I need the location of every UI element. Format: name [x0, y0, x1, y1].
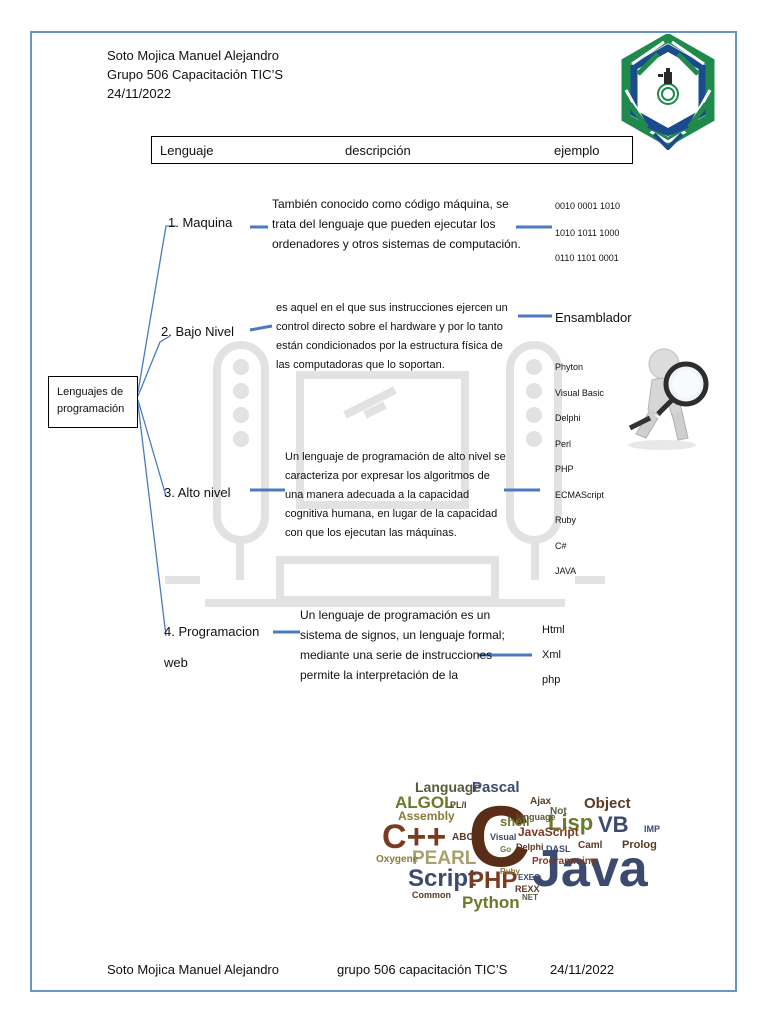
example-visual-basic: Visual Basic: [555, 387, 604, 398]
word-imp: IMP: [644, 824, 660, 834]
root-line-1: Lenguajes de: [57, 386, 124, 398]
programming-languages-word-cloud: Language Pascal ALGOL PL/I Assembly C++ …: [376, 779, 660, 912]
word-programming: Programming: [532, 856, 597, 867]
word-shell: shell: [500, 814, 530, 829]
word-object: Object: [584, 795, 631, 812]
word-script: Script: [408, 865, 476, 892]
word-pli: PL/I: [450, 800, 467, 810]
table-header: Lenguaje descripción ejemplo: [151, 136, 633, 164]
word-c: C: [468, 789, 530, 885]
column-descripcion: descripción: [345, 143, 411, 158]
word-rexx: REXX: [515, 884, 540, 894]
example-csharp: C#: [555, 540, 567, 551]
computer-watermark-illustration: [165, 341, 605, 607]
word-vb: VB: [598, 812, 629, 837]
word-language-small: language: [516, 812, 556, 822]
example-html: Html: [542, 624, 565, 636]
word-php: PHP: [468, 867, 517, 894]
header-date: 24/11/2022: [107, 86, 172, 101]
word-cplusplus: C++: [382, 818, 446, 856]
footer-group: grupo 506 capacitación TIC’S: [337, 962, 508, 977]
word-net: NET: [522, 893, 538, 902]
word-lisp: Lisp: [548, 810, 593, 835]
root-line-2: programación: [57, 403, 125, 415]
word-language: Language: [415, 779, 481, 795]
word-caml: Caml: [578, 840, 603, 851]
example-phyton: Phyton: [555, 362, 584, 372]
example-ensamblador: Ensamblador: [555, 310, 632, 325]
example-ecmascript: ECMAScript: [555, 489, 605, 500]
example-ruby: Ruby: [555, 515, 577, 525]
description-maquina: También conocido como código máquina, se…: [272, 197, 521, 251]
word-delphi: Delphi: [516, 842, 544, 852]
column-ejemplo: ejemplo: [554, 143, 600, 158]
example-delphi: Delphi: [555, 413, 581, 423]
word-ajax: Ajax: [530, 796, 552, 807]
author-name: Soto Mojica Manuel Alejandro: [107, 48, 279, 63]
word-assembly: Assembly: [398, 809, 455, 823]
document-header: Soto Mojica Manuel Alejandro Grupo 506 C…: [107, 46, 283, 103]
word-algol: ALGOL: [395, 793, 455, 812]
category-maquina: 1. Maquina: [168, 215, 233, 230]
examples-alto-nivel: Phyton Visual Basic Delphi Perl PHP ECMA…: [555, 362, 604, 592]
example-maquina-2: 1010 1011 1000: [555, 228, 620, 238]
description-programacion-web: Un lenguaje de programación es un sistem…: [300, 608, 505, 682]
root-node: Lenguajes de programación: [48, 376, 138, 428]
description-alto-nivel: Un lenguaje de programación de alto nive…: [285, 451, 506, 539]
word-common: Common: [412, 890, 451, 900]
word-abc: ABC: [452, 832, 474, 843]
word-pearl: PEARL: [412, 848, 477, 869]
magnifier-figure-illustration: [628, 348, 709, 450]
word-exec: EXEC: [518, 873, 540, 882]
category-bajo-nivel: 2. Bajo Nivel: [161, 324, 234, 339]
word-go: Go: [500, 845, 511, 854]
word-not: Not: [550, 806, 567, 817]
word-oxygene: Oxygene: [376, 854, 419, 865]
footer-name: Soto Mojica Manuel Alejandro: [107, 962, 279, 977]
example-java: JAVA: [555, 566, 577, 576]
example-maquina-1: 0010 0001 1010: [555, 201, 621, 211]
group-label: Grupo 506 Capacitación TIC’S: [107, 67, 284, 82]
column-lenguaje: Lenguaje: [160, 143, 214, 158]
institution-logo: [621, 34, 715, 150]
example-xml: Xml: [542, 649, 561, 661]
example-perl: Perl: [555, 438, 572, 449]
description-bajo-nivel: es aquel en el que sus instrucciones eje…: [276, 302, 508, 371]
word-java: Java: [532, 840, 649, 898]
example-maquina-3: 0110 1101 0001: [555, 253, 619, 263]
example-php-web: php: [542, 674, 561, 686]
word-dasl: DASL: [546, 844, 571, 854]
word-visual: Visual: [490, 832, 516, 842]
examples-programacion-web: Html Xml php: [542, 624, 565, 699]
word-ruby: Ruby: [500, 867, 521, 876]
category-programacion-web: 4. Programacion: [164, 624, 260, 639]
word-pascal: Pascal: [472, 779, 520, 796]
word-python: Python: [462, 893, 520, 912]
word-prolog: Prolog: [622, 839, 657, 851]
footer-date: 24/11/2022: [550, 962, 615, 977]
page-border: [30, 31, 737, 992]
word-javascript: JavaScript: [518, 825, 579, 839]
category-alto-nivel: 3. Alto nivel: [164, 485, 231, 500]
category-programacion-web-line2: web: [164, 655, 188, 670]
example-php: PHP: [555, 464, 574, 474]
